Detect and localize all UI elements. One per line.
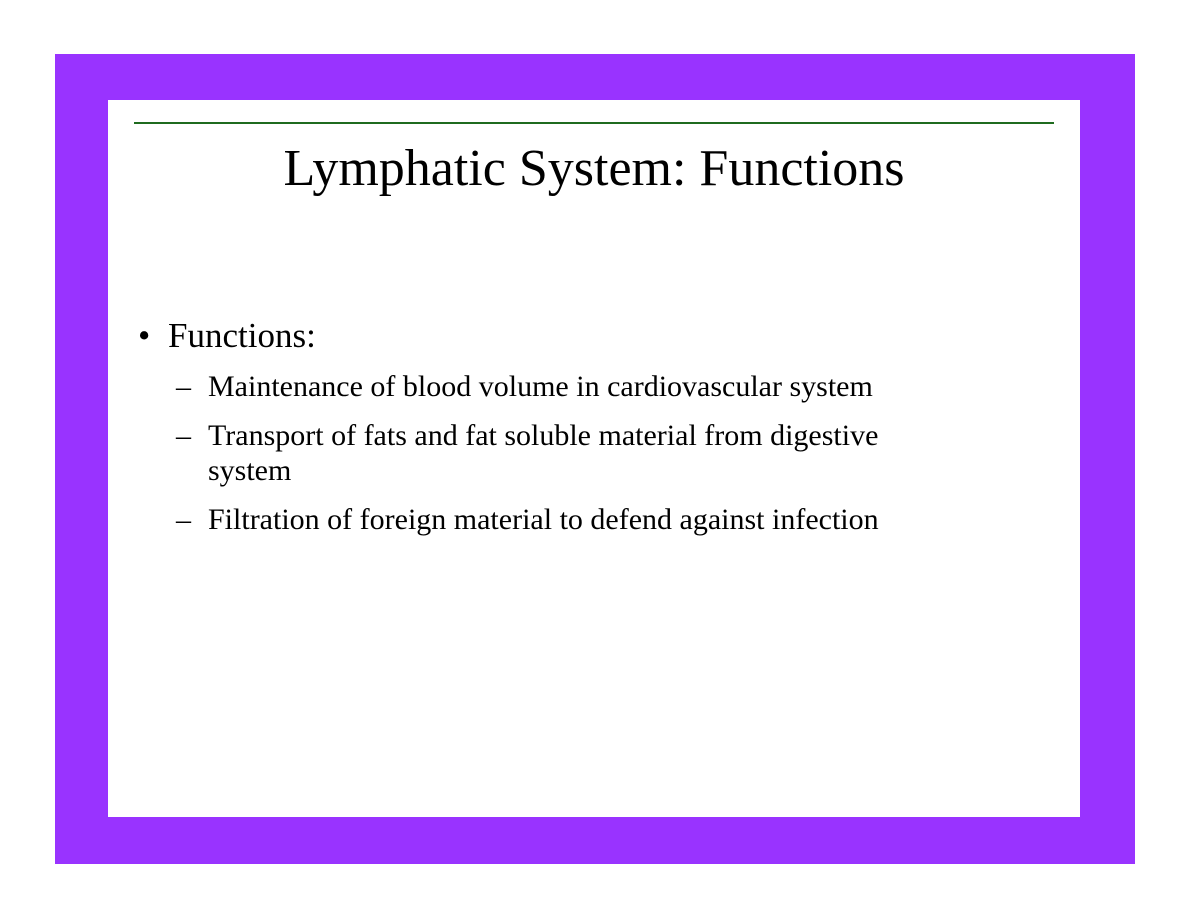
sub-item-text: Transport of fats and fat soluble materi… [208,419,879,487]
sub-item: – Filtration of foreign material to defe… [176,502,1018,537]
slide-title: Lymphatic System: Functions [283,140,905,197]
bullet-text: Functions: [168,316,316,355]
sub-marker: – [176,370,191,403]
bullet-item: • Functions: [138,315,1018,357]
sub-item: – Transport of fats and fat soluble mate… [176,418,1018,488]
bullet-marker: • [138,316,151,355]
title-rule [134,122,1054,124]
slide: Lymphatic System: Functions • Functions:… [108,100,1080,817]
sub-list: – Maintenance of blood volume in cardiov… [138,369,1018,537]
sub-item: – Maintenance of blood volume in cardiov… [176,369,1018,404]
sub-marker: – [176,503,191,536]
slide-body: • Functions: – Maintenance of blood volu… [138,315,1018,551]
sub-item-text: Filtration of foreign material to defend… [208,503,879,536]
sub-marker: – [176,419,191,452]
sub-item-text: Maintenance of blood volume in cardiovas… [208,370,873,403]
